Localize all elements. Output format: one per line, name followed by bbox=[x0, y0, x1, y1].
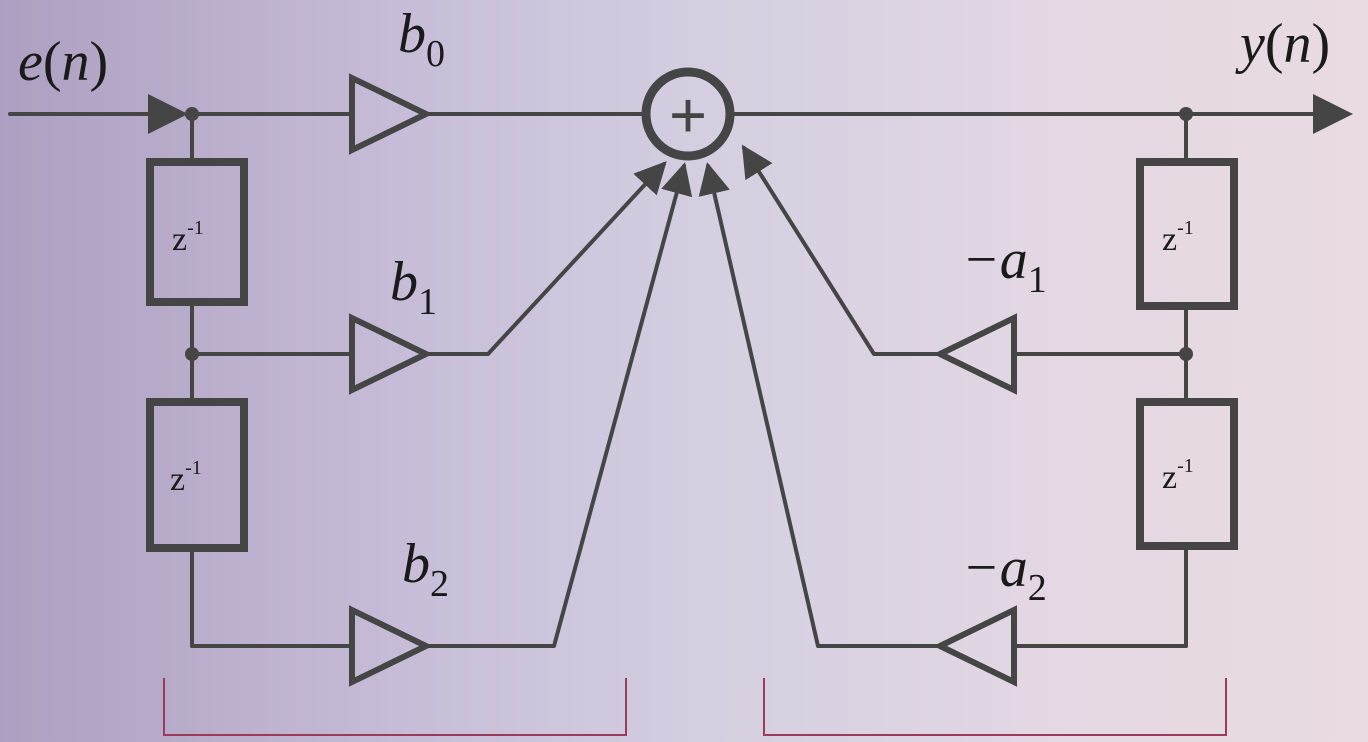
gain-label-a1: −a1 bbox=[962, 229, 1047, 301]
a2-to-sum-wire bbox=[698, 162, 942, 648]
input-signal-label: e(n) bbox=[18, 31, 108, 93]
delay-label-right-2: z-1 bbox=[1162, 455, 1194, 496]
delay-label-right-1: z-1 bbox=[1162, 217, 1194, 258]
delay-label-left-2: z-1 bbox=[170, 457, 202, 498]
amplifier-a1 bbox=[933, 313, 1017, 395]
delay-block-left-1 bbox=[146, 158, 248, 306]
delay-block-left-2 bbox=[146, 398, 248, 552]
output-signal-label: y(n) bbox=[1235, 13, 1330, 75]
amplifier-b2 bbox=[349, 605, 433, 687]
delay-label-left-1: z-1 bbox=[172, 217, 204, 258]
amplifier-b1 bbox=[349, 313, 433, 395]
gain-label-b1: b1 bbox=[390, 251, 437, 323]
gain-label-b2: b2 bbox=[402, 533, 449, 605]
amplifier-b0 bbox=[349, 73, 433, 155]
summer-plus-sign: + bbox=[669, 77, 708, 153]
b1-to-sum-wire bbox=[424, 161, 667, 356]
gain-label-a2: −a2 bbox=[962, 537, 1047, 609]
amplifier-a2 bbox=[933, 605, 1017, 687]
b2-to-sum-wire bbox=[424, 162, 693, 648]
feedforward-bracket bbox=[163, 678, 627, 736]
a1-to-sum-wire bbox=[741, 144, 942, 356]
feedback-bracket bbox=[763, 678, 1227, 736]
gain-label-b0: b0 bbox=[398, 3, 445, 75]
